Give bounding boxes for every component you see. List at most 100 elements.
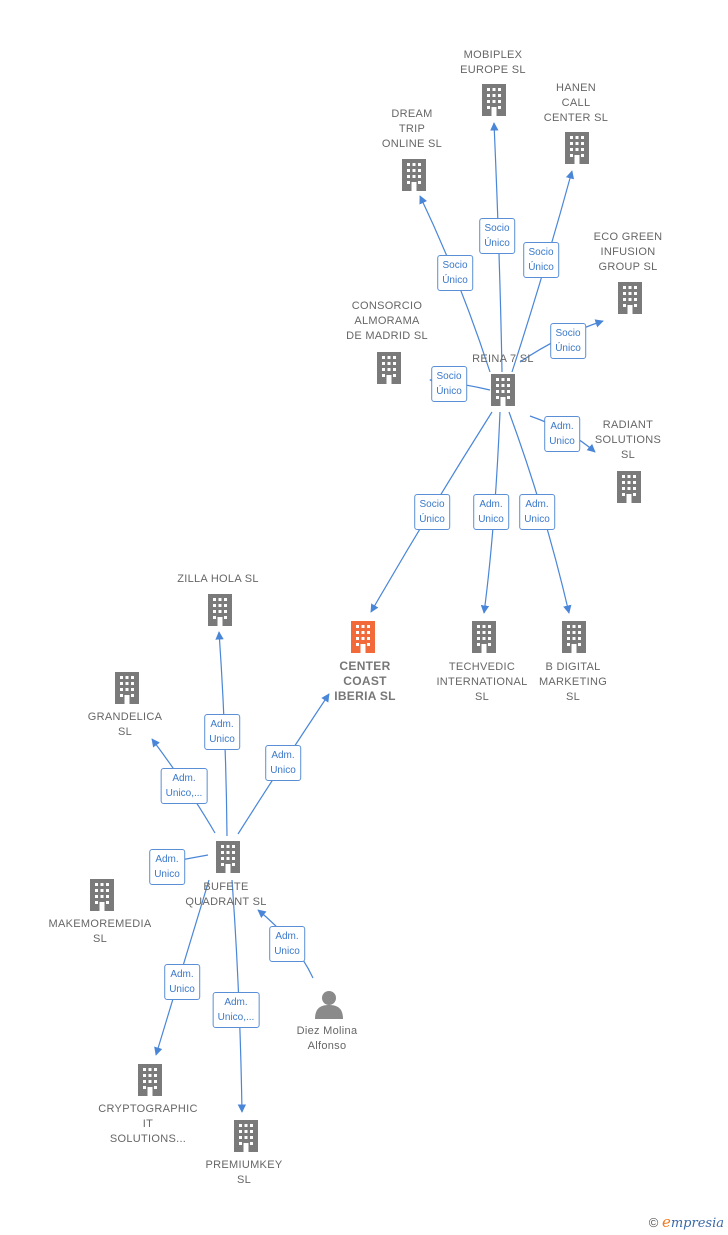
- building-icon[interactable]: [115, 672, 139, 704]
- node-label-line: GRANDELICA: [87, 711, 163, 723]
- node-label-line: IBERIA SL: [334, 689, 396, 703]
- building-icon[interactable]: [491, 374, 515, 406]
- node-label-line: CRYPTOGRAPHIC: [98, 1103, 198, 1115]
- building-icon[interactable]: [216, 841, 240, 873]
- edge-label-line: Adm.: [479, 499, 503, 510]
- building-icon[interactable]: [617, 471, 641, 503]
- edge-label-line: Adm.: [275, 931, 299, 942]
- edge-label-line: Adm.: [550, 421, 574, 432]
- node-label-line: SL: [117, 726, 133, 738]
- node-label-zilla[interactable]: ZILLA HOLA SL: [177, 572, 259, 587]
- edge-label-line: Único: [436, 386, 462, 397]
- node-label-line: REINA 7 SL: [472, 353, 534, 365]
- node-label-line: DE MADRID SL: [346, 330, 428, 342]
- edge-label-line: Socio: [555, 328, 581, 339]
- node-label-line: MAKEMOREMEDIA: [48, 918, 152, 930]
- empresia-logo: © empresia: [649, 1213, 724, 1231]
- edge-label-line: Adm.: [172, 773, 196, 784]
- node-label-line: INTERNATIONAL: [436, 676, 528, 688]
- edge-label-line: Adm.: [170, 969, 194, 980]
- node-label-line: SL: [474, 691, 490, 703]
- edge-label-bufete-zilla[interactable]: Adm.Unico: [204, 714, 240, 750]
- building-icon[interactable]: [377, 352, 401, 384]
- edge-label-diez-bufete[interactable]: Adm. Unico: [269, 926, 305, 962]
- building-icon[interactable]: [351, 621, 375, 653]
- node-label-line: B DIGITAL: [545, 661, 601, 673]
- node-label-line: INFUSION: [600, 246, 656, 258]
- edge-label-line: Adm.: [271, 750, 295, 761]
- edge-label-line: Unico: [274, 946, 300, 957]
- node-label-line: CENTER: [339, 659, 391, 673]
- node-label-line: TECHVEDIC: [448, 661, 516, 673]
- edge-label-reina7-techvedic[interactable]: Adm.Unico: [473, 494, 509, 530]
- edge-label-line: Unico,...: [217, 1012, 255, 1023]
- node-label-line: Diez Molina: [296, 1025, 358, 1037]
- edge-label-bufete-center[interactable]: Adm.Unico: [265, 745, 301, 781]
- edge-label-line: Unico: [169, 984, 195, 995]
- node-label-line: SL: [92, 933, 108, 945]
- node-label-premiumkey[interactable]: PREMIUMKEY SL: [206, 1158, 283, 1188]
- building-icon[interactable]: [562, 621, 586, 653]
- node-label-mobiplex[interactable]: MOBIPLEX EUROPE SL: [460, 48, 526, 78]
- building-icon[interactable]: [234, 1120, 258, 1152]
- node-label-ecogreen[interactable]: ECO GREEN INFUSION GROUP SL: [594, 230, 663, 275]
- node-label-reina7[interactable]: REINA 7 SL: [472, 352, 534, 367]
- building-icon[interactable]: [138, 1064, 162, 1096]
- building-icon[interactable]: [472, 621, 496, 653]
- node-label-line: RADIANT: [602, 419, 654, 431]
- node-label-line: COAST: [343, 674, 387, 688]
- node-label-line: HANEN: [555, 82, 596, 94]
- edge-label-reina7-bdigital[interactable]: Adm.Unico: [519, 494, 555, 530]
- edge-label-bufete-grandelica[interactable]: Adm.Unico,...: [160, 768, 208, 804]
- building-icon[interactable]: [208, 594, 232, 626]
- node-label-line: ECO GREEN: [593, 231, 663, 243]
- node-label-line: MOBIPLEX: [463, 49, 523, 61]
- node-label-line: MARKETING: [538, 676, 608, 688]
- building-icon[interactable]: [402, 159, 426, 191]
- building-icon[interactable]: [90, 879, 114, 911]
- node-label-line: CALL: [561, 97, 591, 109]
- node-label-line: SOLUTIONS...: [109, 1133, 187, 1145]
- edge-label-line: Unico: [209, 734, 235, 745]
- node-label-line: PREMIUMKEY: [205, 1159, 283, 1171]
- node-label-line: SOLUTIONS: [594, 434, 662, 446]
- node-label-line: GROUP SL: [598, 261, 658, 273]
- edge-label-line: Adm.: [155, 854, 179, 865]
- edge-label-bufete-makemore[interactable]: Adm. Unico: [149, 849, 185, 885]
- edge-label-bufete-crypto[interactable]: Adm. Unico: [164, 964, 200, 1000]
- edge-label-line: Único: [555, 343, 581, 354]
- edge-label-reina7-radiant[interactable]: Adm.Unico: [544, 416, 580, 452]
- building-icon[interactable]: [565, 132, 589, 164]
- edge-label-bufete-premiumkey[interactable]: Adm.Unico,...: [212, 992, 260, 1028]
- node-label-makemore[interactable]: MAKEMOREMEDIA SL: [49, 917, 152, 947]
- building-icon[interactable]: [618, 282, 642, 314]
- node-label-line: BUFETE: [203, 881, 249, 893]
- edge-label-line: Socio: [528, 247, 554, 258]
- node-label-line: EUROPE SL: [460, 64, 526, 76]
- node-label-line: CONSORCIO: [351, 300, 423, 312]
- edge-label-line: Unico: [154, 869, 180, 880]
- person-icon[interactable]: [315, 991, 343, 1019]
- node-label-techvedic[interactable]: TECHVEDIC INTERNATIONAL SL: [436, 660, 527, 705]
- edge-label-line: Único: [442, 275, 468, 286]
- edge-label-line: Único: [528, 262, 554, 273]
- node-label-grandelica[interactable]: GRANDELICA SL: [88, 710, 163, 740]
- building-icon[interactable]: [482, 84, 506, 116]
- node-label-line: SL: [236, 1174, 252, 1186]
- edge-label-line: Socio: [484, 223, 510, 234]
